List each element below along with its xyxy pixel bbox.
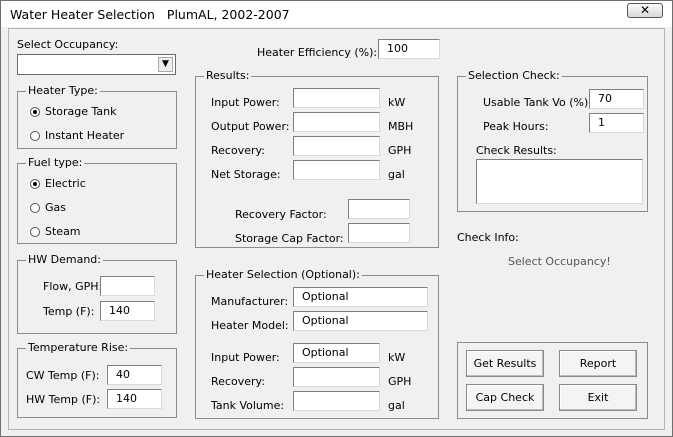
tank-volume-unit: gal: [388, 399, 405, 412]
recovery-unit: GPH: [388, 144, 412, 157]
net-storage-unit: gal: [388, 168, 405, 181]
cw-temp-input[interactable]: 40: [107, 365, 162, 385]
usable-tank-label: Usable Tank Vo (%):: [483, 96, 592, 109]
recovery-factor-output: [348, 199, 410, 219]
selection-check-legend: Selection Check:: [466, 69, 562, 82]
window-title: Water Heater Selection PlumAL, 2002-2007: [10, 7, 290, 22]
tank-volume-input[interactable]: [293, 391, 380, 411]
storage-cap-label: Storage Cap Factor:: [235, 232, 344, 245]
heater-model-label: Heater Model:: [211, 319, 289, 332]
net-storage-output: [293, 160, 380, 180]
results-legend: Results:: [204, 69, 252, 82]
heater-efficiency-input[interactable]: 100: [378, 39, 440, 59]
gas-label: Gas: [45, 201, 66, 214]
storage-cap-output: [348, 223, 410, 243]
hw-demand-legend: HW Demand:: [26, 253, 103, 266]
heater-selection-group: Heater Selection (Optional): Manufacture…: [195, 268, 439, 419]
results-group: Results: Input Power: kW Output Power: M…: [195, 69, 439, 248]
check-results-output: [476, 159, 643, 204]
fuel-type-group: Fuel type: Electric Gas Steam: [17, 156, 177, 244]
flow-label: Flow, GPH:: [43, 280, 103, 293]
selection-check-group: Selection Check: Usable Tank Vo (%): 70 …: [457, 69, 648, 212]
temperature-rise-legend: Temperature Rise:: [26, 341, 131, 354]
manufacturer-input[interactable]: Optional: [293, 287, 428, 307]
cw-temp-label: CW Temp (F):: [26, 369, 100, 382]
hw-demand-group: HW Demand: Flow, GPH: Temp (F): 140: [17, 253, 177, 334]
input-power-unit: kW: [388, 96, 406, 109]
hs-input-power-label: Input Power:: [211, 351, 280, 364]
electric-label: Electric: [45, 177, 86, 190]
output-power-unit: MBH: [388, 120, 414, 133]
output-power-output: [293, 112, 380, 132]
hw-temp-label: HW Temp (F):: [26, 393, 101, 406]
tank-volume-label: Tank Volume:: [211, 399, 285, 412]
steam-label: Steam: [45, 225, 81, 238]
check-info-label: Check Info:: [457, 231, 519, 244]
temperature-rise-group: Temperature Rise: CW Temp (F): 40 HW Tem…: [17, 341, 177, 418]
title-bar: Water Heater Selection PlumAL, 2002-2007…: [1, 1, 672, 27]
hs-recovery-input[interactable]: [293, 367, 380, 387]
hw-temp-input[interactable]: 140: [107, 389, 162, 409]
hs-input-power-unit: kW: [388, 351, 406, 364]
report-button[interactable]: Report: [559, 350, 637, 377]
close-button[interactable]: ✕: [627, 3, 663, 18]
heater-efficiency-label: Heater Efficiency (%):: [257, 46, 378, 59]
check-results-label: Check Results:: [476, 144, 557, 157]
peak-hours-input[interactable]: 1: [589, 113, 644, 133]
recovery-output: [293, 136, 380, 156]
usable-tank-input[interactable]: 70: [589, 89, 644, 109]
exit-button[interactable]: Exit: [559, 384, 637, 411]
net-storage-label: Net Storage:: [211, 168, 281, 181]
heater-selection-legend: Heater Selection (Optional):: [204, 268, 362, 281]
buttons-group: Get Results Report Cap Check Exit: [457, 342, 648, 419]
hs-recovery-unit: GPH: [388, 375, 412, 388]
heater-model-input[interactable]: Optional: [293, 311, 428, 331]
recovery-factor-label: Recovery Factor:: [235, 208, 327, 221]
temp-label: Temp (F):: [43, 305, 95, 318]
steam-radio[interactable]: [30, 227, 40, 237]
output-power-label: Output Power:: [211, 120, 290, 133]
storage-tank-label: Storage Tank: [45, 105, 117, 118]
input-power-output: [293, 88, 380, 108]
check-info-message: Select Occupancy!: [508, 255, 611, 268]
instant-heater-radio[interactable]: [30, 131, 40, 141]
input-power-label: Input Power:: [211, 96, 280, 109]
instant-heater-label: Instant Heater: [45, 129, 125, 142]
client-area: Select Occupancy: ▼ Heater Type: Storage…: [8, 28, 665, 430]
peak-hours-label: Peak Hours:: [483, 120, 549, 133]
manufacturer-label: Manufacturer:: [211, 295, 289, 308]
recovery-label: Recovery:: [211, 144, 265, 157]
storage-tank-radio[interactable]: [30, 107, 40, 117]
heater-type-group: Heater Type: Storage Tank Instant Heater: [17, 84, 177, 149]
heater-type-legend: Heater Type:: [26, 84, 100, 97]
chevron-down-icon[interactable]: ▼: [158, 57, 173, 72]
temp-input[interactable]: 140: [100, 301, 155, 321]
hs-recovery-label: Recovery:: [211, 375, 265, 388]
occupancy-select[interactable]: ▼: [17, 54, 176, 75]
flow-input[interactable]: [100, 276, 155, 296]
cap-check-button[interactable]: Cap Check: [466, 384, 544, 411]
hs-input-power-input[interactable]: Optional: [293, 343, 380, 363]
electric-radio[interactable]: [30, 179, 40, 189]
occupancy-label: Select Occupancy:: [17, 38, 119, 51]
fuel-type-legend: Fuel type:: [26, 156, 85, 169]
get-results-button[interactable]: Get Results: [466, 350, 544, 377]
gas-radio[interactable]: [30, 203, 40, 213]
